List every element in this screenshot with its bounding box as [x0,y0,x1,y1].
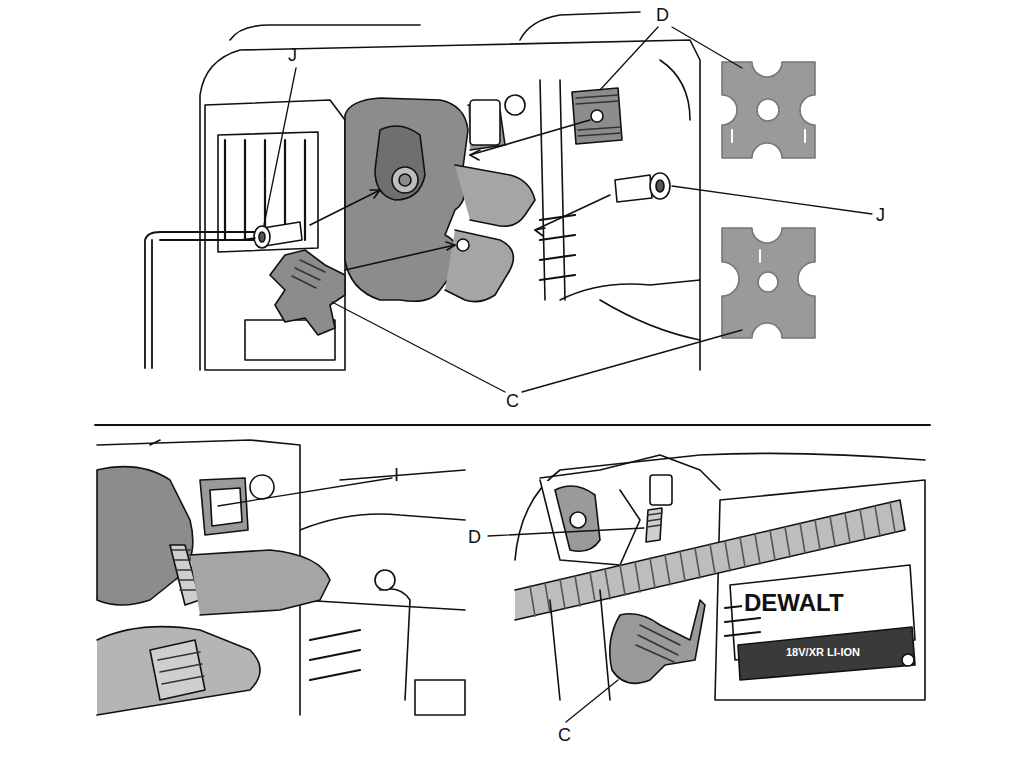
bottom-right-illustration [515,453,925,700]
leader-line [488,528,644,722]
callout-letter: D [468,528,481,546]
callout-letter: D [656,6,669,24]
callout-letter: I [394,466,399,484]
leader-line [264,27,872,392]
callout-letter: J [288,46,297,64]
assembly-arrow [240,120,610,270]
insert-plate [722,228,815,338]
leader-line [218,478,392,506]
callout-letter: C [558,726,571,744]
brand-logo: DEWALT [742,590,846,616]
callout-letter: C [506,392,519,410]
divider-line [95,424,930,426]
bottom-left-illustration [97,440,465,715]
battery-rating: 18V/XR LI-ION [784,646,862,659]
insert-plate [722,62,815,158]
top-illustration [145,12,700,370]
callout-letter: J [876,206,885,224]
